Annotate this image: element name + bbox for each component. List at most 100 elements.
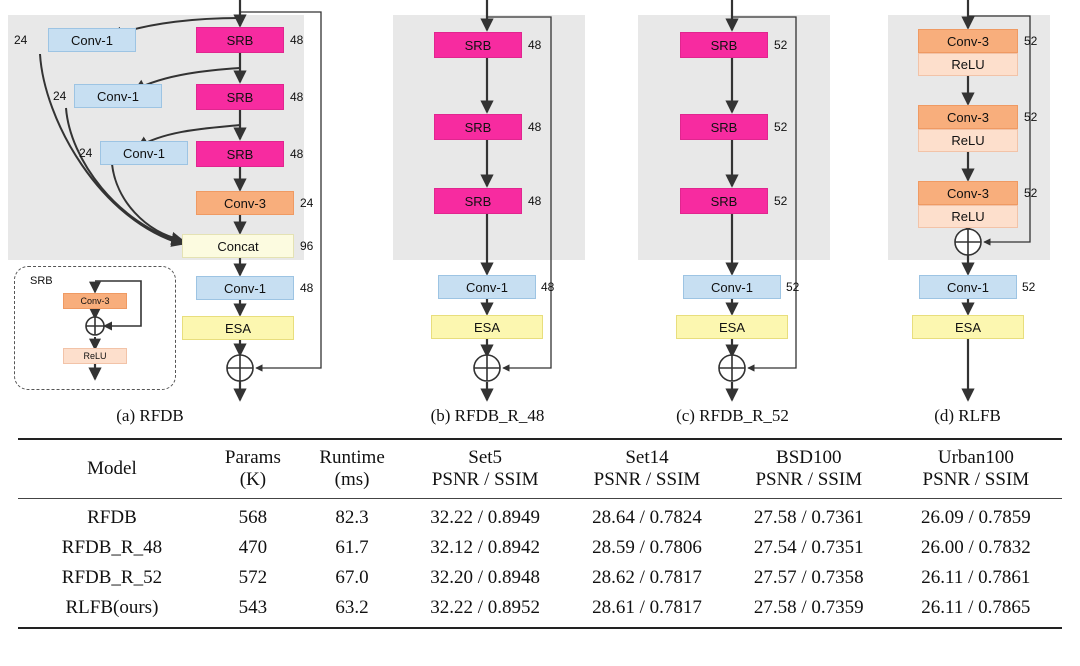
panel-a-srb-block-2[interactable]: SRB	[196, 84, 284, 110]
architecture-figure: SRB 48 SRB 48 SRB 48 Conv-1 24 Conv-1 24…	[8, 0, 1050, 425]
panel-b-srb-block-3[interactable]: SRB	[434, 188, 522, 214]
panel-a-esa-block[interactable]: ESA	[182, 316, 294, 340]
panel-a-srb-block-1[interactable]: SRB	[196, 27, 284, 53]
cell-params: 568	[238, 506, 268, 528]
panel-d-conv3-block-3[interactable]: Conv-3	[918, 181, 1018, 205]
panel-b-srb-1-channels: 48	[528, 38, 542, 52]
cell-set5: 32.22 / 0.8952	[430, 596, 541, 618]
cell-urban100: 26.11 / 0.7861	[921, 566, 1031, 588]
panel-d-esa-block[interactable]: ESA	[912, 315, 1024, 339]
panel-a-srb-1-channels: 48	[290, 33, 304, 47]
panel-a-concat-channels: 96	[300, 239, 314, 253]
panel-a-conv3-block[interactable]: Conv-3	[196, 191, 294, 215]
cell-runtime: 63.2	[335, 596, 369, 618]
panel-d-block-2-channels: 52	[1024, 110, 1038, 124]
cell-model: RFDB_R_52	[61, 566, 163, 588]
srb-detail-box	[14, 266, 176, 390]
cell-bsd100: 27.57 / 0.7358	[753, 566, 864, 588]
panel-d-relu-block-1: ReLU	[918, 53, 1018, 76]
panel-d-relu-block-3: ReLU	[918, 205, 1018, 228]
table-header-row: Model Params (K) Runtime (ms) Set5 PSNR …	[18, 439, 1062, 498]
srb-detail-conv3: Conv-3	[63, 293, 127, 309]
panel-a-conv1-out-channels: 48	[300, 281, 314, 295]
panel-a-conv1-out-block[interactable]: Conv-1	[196, 276, 294, 300]
panel-a-conv3-channels: 24	[300, 196, 314, 210]
panel-b-srb-block-1[interactable]: SRB	[434, 32, 522, 58]
cell-bsd100: 27.58 / 0.7361	[753, 506, 864, 528]
cell-urban100: 26.09 / 0.7859	[920, 506, 1031, 528]
panel-a-srb-3-channels: 48	[290, 147, 304, 161]
panel-a-conv1-branch-1-channels: 24	[14, 33, 28, 47]
panel-d-conv1-out-block[interactable]: Conv-1	[919, 275, 1017, 299]
results-table: Model Params (K) Runtime (ms) Set5 PSNR …	[18, 438, 1062, 629]
cell-set14: 28.62 / 0.7817	[592, 566, 702, 588]
results-table-wrapper: Model Params (K) Runtime (ms) Set5 PSNR …	[18, 438, 1062, 629]
panel-b-conv1-out-block[interactable]: Conv-1	[438, 275, 536, 299]
col-header-urban100: Urban100 PSNR / SSIM	[922, 447, 1030, 491]
col-header-model: Model	[87, 458, 137, 480]
panel-b-srb-2-channels: 48	[528, 120, 542, 134]
cell-params: 572	[238, 566, 268, 588]
panel-b-srb-3-channels: 48	[528, 194, 542, 208]
table-head: Model Params (K) Runtime (ms) Set5 PSNR …	[18, 439, 1062, 498]
srb-detail-title: SRB	[30, 275, 53, 287]
panel-d-conv3-block-2[interactable]: Conv-3	[918, 105, 1018, 129]
panel-d-conv3-block-1[interactable]: Conv-3	[918, 29, 1018, 53]
subcaption-d: (d) RLFB	[934, 406, 1001, 425]
cell-set5: 32.22 / 0.8949	[430, 506, 541, 528]
panel-d-conv1-out-channels: 52	[1022, 280, 1036, 294]
cell-set5: 32.12 / 0.8942	[430, 536, 541, 558]
subcaption-b: (b) RFDB_R_48	[430, 406, 545, 425]
panel-a-conv1-branch-3[interactable]: Conv-1	[100, 141, 188, 165]
panel-d-relu-block-2: ReLU	[918, 129, 1018, 152]
cell-bsd100: 27.58 / 0.7359	[753, 596, 864, 618]
panel-c-srb-block-1[interactable]: SRB	[680, 32, 768, 58]
table-row: RLFB(ours) 543 63.2 32.22 / 0.8952 28.61…	[18, 593, 1062, 628]
table-row: RFDB_R_48 470 61.7 32.12 / 0.8942 28.59 …	[18, 533, 1062, 563]
cell-runtime: 61.7	[335, 536, 369, 558]
panel-c-conv1-out-block[interactable]: Conv-1	[683, 275, 781, 299]
cell-set14: 28.64 / 0.7824	[592, 506, 702, 528]
col-header-set14: Set14 PSNR / SSIM	[593, 447, 701, 491]
col-header-params: Params (K)	[224, 447, 281, 491]
panel-a-conv1-branch-3-channels: 24	[79, 146, 93, 160]
subcaption-a: (a) RFDB	[116, 406, 184, 425]
panel-a-conv1-branch-2[interactable]: Conv-1	[74, 84, 162, 108]
cell-model: RFDB	[87, 506, 137, 528]
panel-d-block-1-channels: 52	[1024, 34, 1038, 48]
cell-urban100: 26.00 / 0.7832	[920, 536, 1031, 558]
col-header-set5: Set5 PSNR / SSIM	[431, 447, 539, 491]
table-row: RFDB_R_52 572 67.0 32.20 / 0.8948 28.62 …	[18, 563, 1062, 593]
cell-runtime: 67.0	[335, 566, 369, 588]
cell-model: RLFB(ours)	[65, 596, 159, 618]
cell-model: RFDB_R_48	[61, 536, 163, 558]
panel-a-conv1-branch-1[interactable]: Conv-1	[48, 28, 136, 52]
panel-c-srb-block-2[interactable]: SRB	[680, 114, 768, 140]
panel-a-conv1-branch-2-channels: 24	[53, 89, 67, 103]
panel-b-conv1-out-channels: 48	[541, 280, 555, 294]
panel-c-conv1-out-channels: 52	[786, 280, 800, 294]
cell-runtime: 82.3	[335, 506, 369, 528]
panel-b-srb-block-2[interactable]: SRB	[434, 114, 522, 140]
cell-params: 470	[238, 536, 268, 558]
srb-detail-relu: ReLU	[63, 348, 127, 364]
cell-params: 543	[238, 596, 268, 618]
panel-a-srb-block-3[interactable]: SRB	[196, 141, 284, 167]
panel-c-srb-3-channels: 52	[774, 194, 788, 208]
col-header-runtime: Runtime (ms)	[319, 447, 385, 491]
panel-a-concat-block[interactable]: Concat	[182, 234, 294, 258]
panel-d-rlfb: Conv-3 ReLU 52 Conv-3 ReLU 52 Conv-3 ReL…	[912, 29, 1038, 425]
panel-c-rfdb-r-52: SRB 52 SRB 52 SRB 52 Conv-1 52 ESA (c) R…	[676, 32, 800, 425]
panel-c-srb-1-channels: 52	[774, 38, 788, 52]
panel-b-rfdb-r-48: SRB 48 SRB 48 SRB 48 Conv-1 48 ESA (b) R…	[430, 32, 555, 425]
table-row: RFDB 568 82.3 32.22 / 0.8949 28.64 / 0.7…	[18, 498, 1062, 533]
cell-bsd100: 27.54 / 0.7351	[753, 536, 864, 558]
panel-c-srb-2-channels: 52	[774, 120, 788, 134]
cell-set14: 28.61 / 0.7817	[592, 596, 702, 618]
col-header-bsd100: BSD100 PSNR / SSIM	[755, 447, 863, 491]
panel-c-srb-block-3[interactable]: SRB	[680, 188, 768, 214]
panel-b-esa-block[interactable]: ESA	[431, 315, 543, 339]
table-body: RFDB 568 82.3 32.22 / 0.8949 28.64 / 0.7…	[18, 498, 1062, 628]
panel-d-block-3-channels: 52	[1024, 186, 1038, 200]
panel-c-esa-block[interactable]: ESA	[676, 315, 788, 339]
